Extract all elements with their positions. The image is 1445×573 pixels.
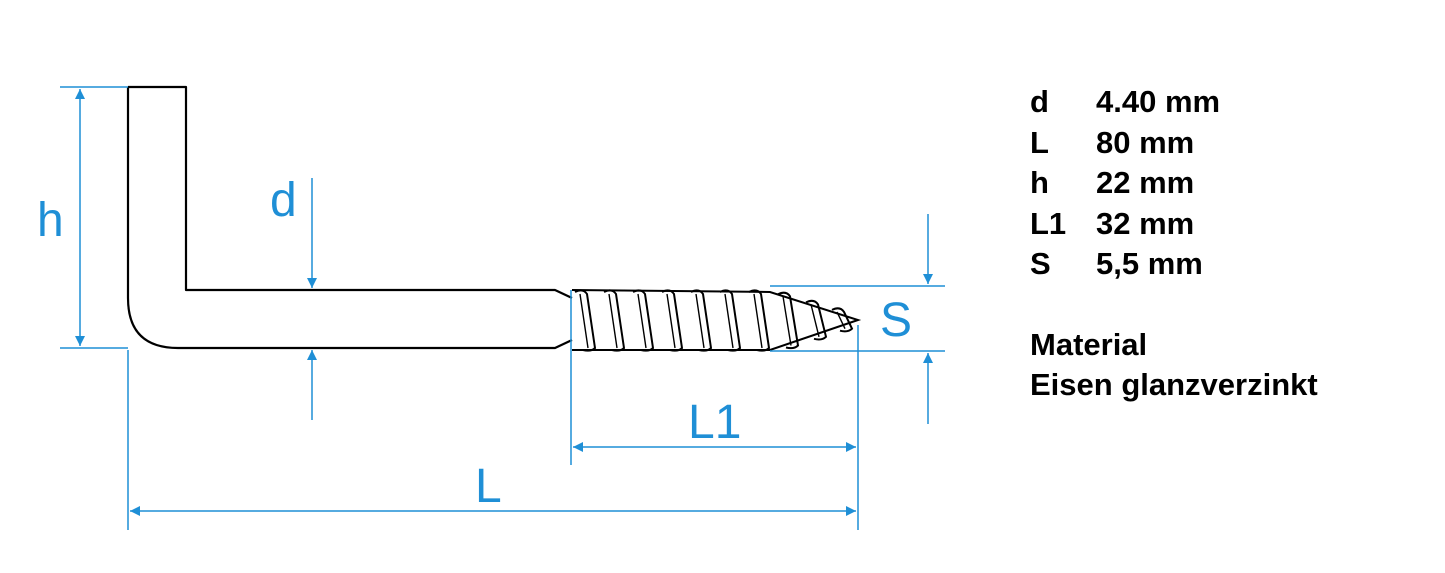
thread-shade [579, 293, 589, 349]
label-l: L [475, 460, 502, 513]
spec-row-d: d 4.40 mm [1030, 82, 1220, 123]
spec-value: 32 mm [1096, 205, 1195, 241]
thread-shade [637, 293, 647, 349]
spec-row-l1: L1 32 mm [1030, 204, 1220, 245]
spec-key: h [1030, 165, 1049, 200]
spec-key: S [1030, 246, 1051, 281]
label-h: h [37, 194, 64, 247]
spec-value: 80 mm [1096, 124, 1195, 160]
label-l1: L1 [688, 396, 741, 449]
label-d: d [270, 174, 297, 227]
dimension-l1 [570, 290, 859, 530]
spec-list: d 4.40 mm L 80 mm h 22 mm L1 32 mm S 5,5… [1030, 82, 1220, 285]
spec-row-l: L 80 mm [1030, 123, 1220, 164]
material-value: Eisen glanzverzinkt [1030, 367, 1318, 402]
spec-value: 22 mm [1096, 165, 1195, 200]
spec-key: d [1030, 84, 1049, 119]
thread-shade [836, 311, 846, 330]
thread-crest [603, 289, 626, 352]
spec-key: L1 [1030, 205, 1067, 241]
spec-value: 4.40 mm [1096, 84, 1221, 119]
thread-shade [724, 293, 734, 349]
dimension-l [127, 350, 856, 530]
thread-crest [574, 289, 597, 352]
thread-crest [690, 289, 713, 352]
dimension-h [60, 86, 128, 349]
thread-crest [748, 289, 771, 352]
spec-row-s: S 5,5 mm [1030, 244, 1220, 285]
thread-shade [810, 304, 820, 337]
thread-shade [666, 293, 676, 349]
thread-crest [661, 289, 684, 352]
hook-outline [126, 85, 573, 350]
spec-value: 5,5 mm [1096, 246, 1203, 281]
thread-crest [632, 289, 655, 352]
thread-crest [805, 299, 828, 341]
material-heading: Material [1030, 327, 1148, 362]
spec-key: L [1030, 124, 1049, 160]
thread-shade [753, 293, 763, 349]
thread-crest [777, 291, 800, 350]
thread-shade [608, 293, 618, 349]
thread-crest [719, 289, 742, 352]
material-block: Material Eisen glanzverzinkt [1030, 325, 1318, 405]
thread-section [571, 289, 862, 352]
thread-shade [695, 293, 705, 349]
spec-row-h: h 22 mm [1030, 163, 1220, 204]
thread-shade [782, 296, 792, 346]
label-s: S [880, 294, 912, 347]
thread-crest [831, 307, 854, 333]
